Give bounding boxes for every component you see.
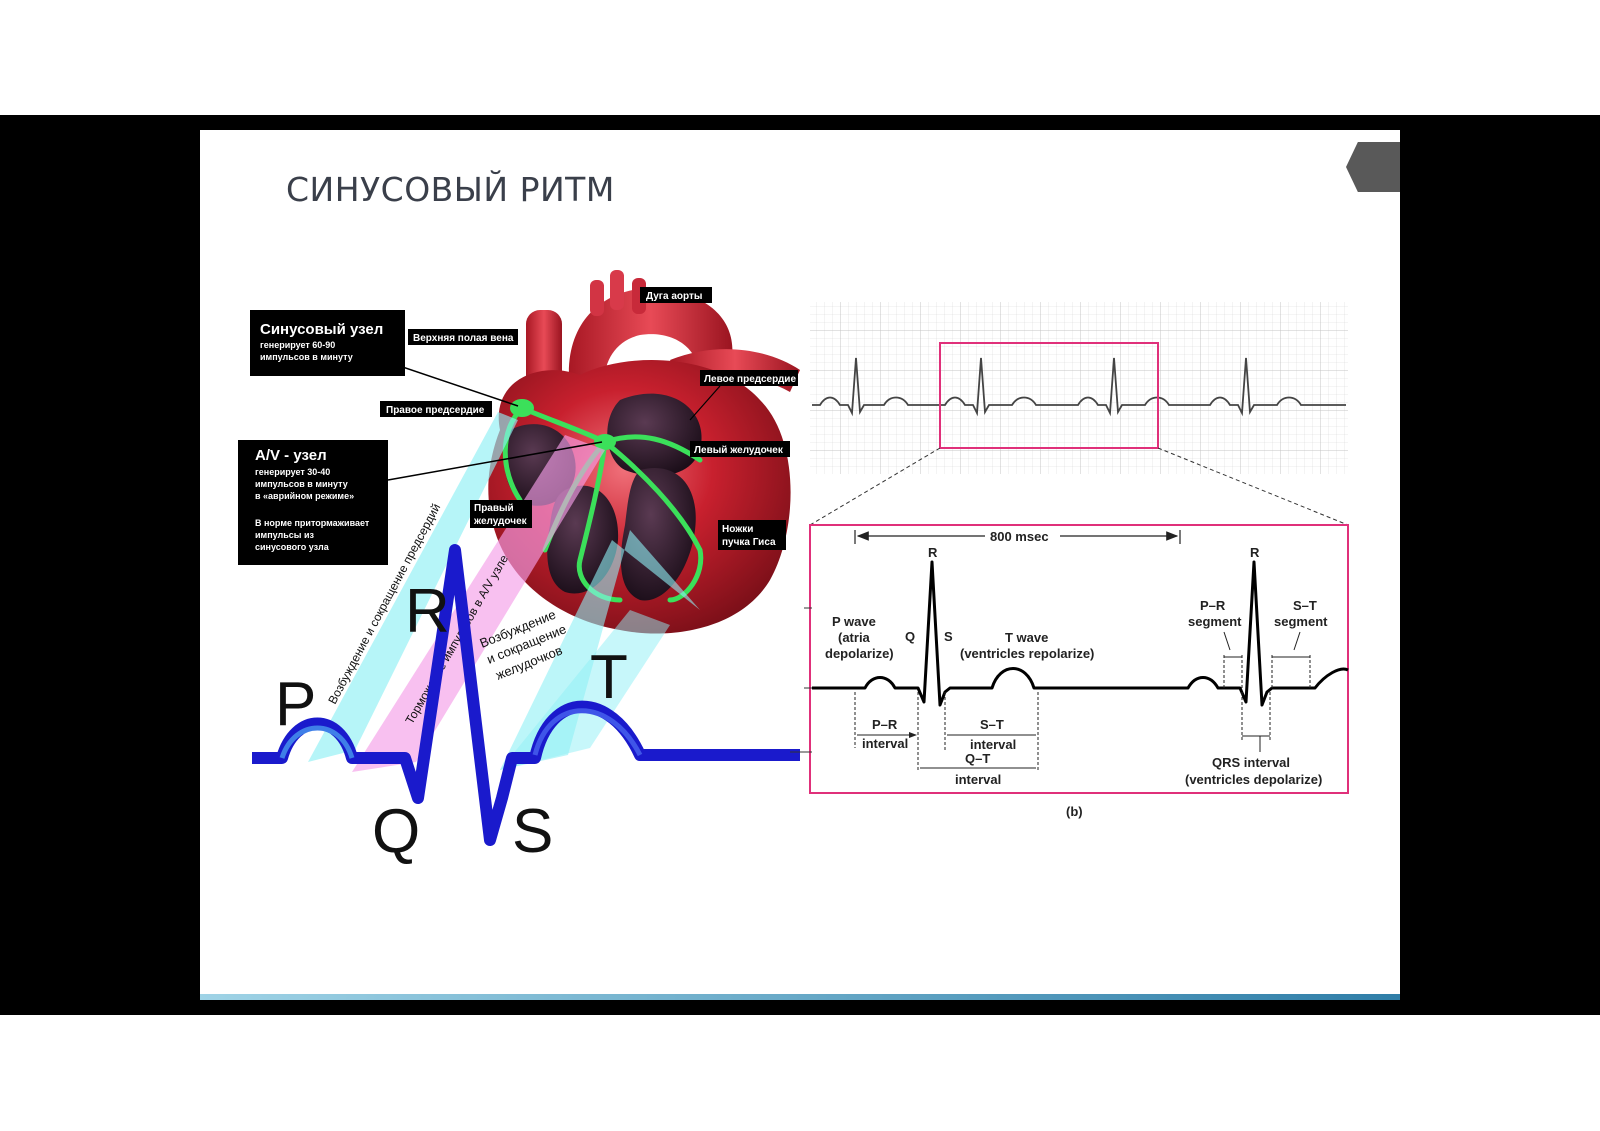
large-ecg-waveform	[252, 544, 800, 846]
svg-text:желудочек: желудочек	[473, 516, 528, 527]
svg-text:Левое предсердие: Левое предсердие	[704, 374, 796, 385]
diagram-canvas: Возбуждение и сокращение предсердий Торм…	[238, 270, 1349, 866]
av-delay-band	[352, 435, 605, 772]
qt-interval-label-1: Q–T	[965, 751, 990, 766]
p-wave-label-3: depolarize)	[825, 646, 894, 661]
sinus-node-marker	[510, 399, 534, 417]
label-his-bundle: Ножки пучка Гиса	[718, 520, 786, 550]
svg-text:Ножки: Ножки	[722, 524, 753, 535]
wave-letter-s: S	[512, 797, 553, 866]
av-node-line4: В норме притормаживает	[255, 518, 370, 528]
svg-text:Правое предсердие: Правое предсердие	[386, 405, 485, 416]
st-interval-label-1: S–T	[980, 717, 1004, 732]
slide-title: СИНУСОВЫЙ РИТМ	[286, 170, 615, 209]
wave-letter-p: P	[275, 670, 316, 739]
sinus-node-callout: Синусовый узел генерирует 60-90 импульсо…	[250, 310, 519, 407]
svg-text:Дуга аорты: Дуга аорты	[646, 291, 702, 302]
ecg-highlight-box	[939, 342, 1159, 449]
sinus-node-title: Синусовый узел	[260, 321, 383, 338]
svg-text:Верхняя полая вена: Верхняя полая вена	[413, 333, 514, 344]
p-wave-label-1: P wave	[832, 614, 876, 629]
st-segment-label-2: segment	[1274, 614, 1328, 629]
ecg-strip	[809, 302, 1349, 526]
slide-bottom-accent	[200, 994, 1400, 1000]
sinus-node-line1: генерирует 60-90	[260, 340, 335, 350]
wave-letter-t: T	[590, 643, 628, 712]
av-node-marker	[594, 434, 616, 450]
pr-segment-label-1: P–R	[1200, 598, 1226, 613]
av-node-callout: A/V - узел генерирует 30-40 импульсов в …	[238, 440, 603, 565]
svg-text:Левый желудочек: Левый желудочек	[694, 445, 784, 456]
pr-segment-label-2: segment	[1188, 614, 1242, 629]
st-segment-label-1: S–T	[1293, 598, 1317, 613]
label-left-ventricle: Левый желудочек	[690, 441, 790, 457]
label-left-atrium: Левое предсердие	[689, 370, 798, 421]
t-wave-label-2: (ventricles repolarize)	[960, 646, 1094, 661]
qt-interval-label-2: interval	[955, 772, 1001, 787]
wave-letter-r: R	[405, 577, 450, 646]
av-node-line2: импульсов в минуту	[255, 479, 348, 489]
av-node-line6: синусового узла	[255, 542, 330, 552]
slide-nav-tab[interactable]	[1346, 142, 1400, 192]
svg-text:пучка Гиса: пучка Гиса	[722, 537, 776, 548]
pr-interval-label-1: P–R	[872, 717, 898, 732]
av-node-line5: импульсы из	[255, 530, 314, 540]
figure-caption: (b)	[1066, 804, 1083, 819]
label-superior-vena-cava: Верхняя полая вена	[408, 329, 518, 345]
st-interval-label-2: interval	[970, 737, 1016, 752]
label-right-atrium: Правое предсердие	[380, 401, 492, 417]
t-wave-label-1: T wave	[1005, 630, 1048, 645]
s-label: S	[944, 629, 953, 644]
av-node-line3: в «аврийном режиме»	[255, 491, 354, 501]
r-label-1: R	[928, 545, 938, 560]
ecg-detail-panel: 800 msec R R Q S P wave (atria depolariz…	[790, 524, 1349, 794]
sinus-node-line2: импульсов в минуту	[260, 352, 353, 362]
svg-text:Правый: Правый	[474, 503, 514, 514]
r-label-2: R	[1250, 545, 1260, 560]
left-ventricle-chamber	[620, 468, 696, 601]
label-aortic-arch: Дуга аорты	[640, 287, 712, 303]
pr-interval-label-2: interval	[862, 736, 908, 751]
qrs-interval-label-2: (ventricles depolarize)	[1185, 772, 1322, 787]
atrial-excitation-band	[308, 412, 518, 762]
label-right-ventricle: Правый желудочек	[470, 500, 532, 528]
av-node-line1: генерирует 30-40	[255, 467, 330, 477]
left-atrium-chamber	[607, 393, 702, 476]
av-node-title: A/V - узел	[255, 447, 327, 464]
wave-letter-q: Q	[372, 797, 420, 866]
p-wave-label-2: (atria	[838, 630, 871, 645]
duration-label: 800 msec	[990, 529, 1049, 544]
q-label: Q	[905, 629, 915, 644]
qrs-interval-label-1: QRS interval	[1212, 755, 1290, 770]
presentation-slide: СИНУСОВЫЙ РИТМ	[200, 130, 1400, 1000]
aortic-arch	[568, 288, 733, 400]
